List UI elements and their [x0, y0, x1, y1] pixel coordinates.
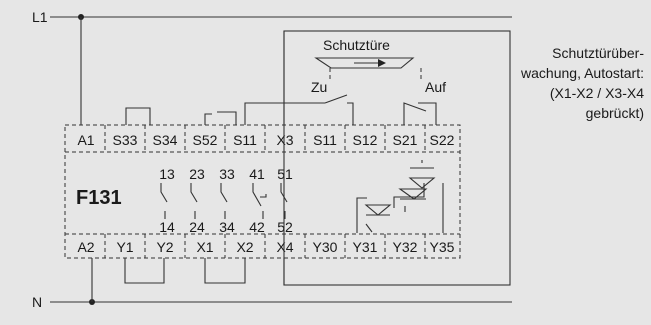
no-contact-symbol: [190, 183, 198, 219]
device-name: F131: [76, 187, 122, 209]
rail-label-n: N: [32, 294, 42, 310]
terminal-label: S33: [113, 132, 138, 148]
thyristor-symbol-1: [356, 183, 425, 233]
terminal-label: X2: [236, 239, 253, 255]
terminal-label: X1: [196, 239, 213, 255]
semiconductor-outputs: [356, 160, 444, 233]
jumper-y1-y2: [124, 258, 165, 284]
no-contact-symbol: [280, 183, 288, 219]
switch-label-auf: Auf: [425, 79, 446, 95]
contact-number: 13: [159, 166, 175, 182]
jumper-s33-s34: [125, 107, 151, 125]
terminal-label: A1: [77, 132, 94, 148]
bottom-terminal-row: A2 Y1 Y2 X1 X2 X4 Y30 Y31 Y32 Y35: [77, 239, 454, 255]
terminal-label: Y30: [313, 239, 338, 255]
contact-number: 41: [249, 166, 265, 182]
door-cam: [314, 57, 415, 69]
contact-number: 23: [189, 166, 205, 182]
terminal-label: S11: [233, 132, 257, 148]
note-line: Schutztürüber-: [552, 45, 644, 61]
terminal-label: Y1: [116, 239, 133, 255]
contact-s52-s11: [204, 111, 237, 125]
rail-label-l1: L1: [32, 9, 48, 25]
terminal-label: S12: [353, 132, 378, 148]
contact-number: 33: [219, 166, 235, 182]
terminal-label: S11: [313, 132, 337, 148]
switch-label-zu: Zu: [311, 79, 327, 95]
switch-zu: [244, 94, 354, 125]
terminal-label: X3: [276, 132, 293, 148]
note-block: Schutztürüber- wachung, Autostart: (X1-X…: [520, 45, 644, 121]
terminal-label: S22: [430, 132, 455, 148]
thyristor-symbol-2: [408, 160, 444, 233]
top-terminal-row: A1 S33 S34 S52 S11 X3 S11 S12 S21 S22: [77, 132, 454, 148]
thyristor-body: [398, 188, 428, 200]
jumper-x1-x2: [204, 258, 246, 284]
contact-number: 52: [277, 219, 293, 235]
contact-number: 24: [189, 219, 205, 235]
terminal-label: Y32: [393, 239, 418, 255]
contact-number: 34: [219, 219, 235, 235]
terminal-label: Y2: [156, 239, 173, 255]
terminal-label: Y31: [353, 239, 378, 255]
nc-contact-symbol: [252, 183, 267, 219]
note-line: (X1-X2 / X3-X4: [550, 85, 644, 101]
no-contact-symbol: [160, 183, 168, 219]
wire-x4-loop: [283, 258, 510, 286]
terminal-label: X4: [276, 239, 293, 255]
output-contacts: 13 23 33 41 51 14 24 34 42 52: [159, 166, 293, 235]
terminal-label: S21: [393, 132, 418, 148]
no-contact-symbol: [220, 183, 228, 219]
note-line: wachung, Autostart:: [520, 65, 644, 81]
contact-number: 14: [159, 219, 175, 235]
bottom-terminal-separators: [104, 234, 426, 258]
terminal-label: S52: [193, 132, 218, 148]
top-terminal-separators: [104, 125, 426, 152]
terminal-label: A2: [77, 239, 94, 255]
door-arrow-head: [378, 59, 386, 67]
contact-number: 51: [277, 166, 293, 182]
note-line: gebrückt): [586, 105, 644, 121]
terminal-label: S34: [153, 132, 178, 148]
device-housing: [64, 124, 461, 259]
contact-number: 42: [249, 219, 265, 235]
terminal-label: Y35: [430, 239, 455, 255]
switch-auf: [403, 102, 437, 125]
door-label: Schutztüre: [323, 37, 390, 53]
